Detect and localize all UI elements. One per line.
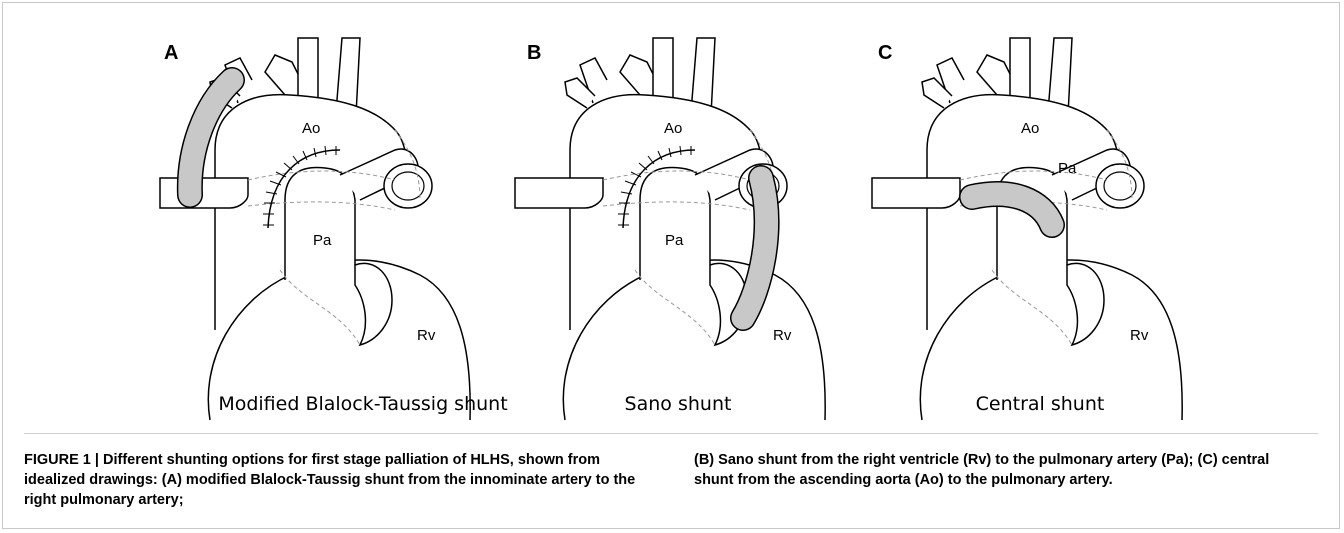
title-panel-b: Sano shunt bbox=[578, 393, 778, 415]
panel-c-heart bbox=[872, 38, 1182, 420]
label-pa-b: Pa bbox=[665, 232, 683, 249]
label-rv-a: Rv bbox=[417, 327, 435, 344]
figure-caption-right: (B) Sano shunt from the right ventricle … bbox=[694, 450, 1304, 490]
label-ao-b: Ao bbox=[664, 120, 682, 137]
panel-letter-c: C bbox=[878, 42, 892, 65]
label-pa-c: Pa bbox=[1058, 160, 1076, 177]
label-rv-c: Rv bbox=[1130, 327, 1148, 344]
label-ao-c: Ao bbox=[1021, 120, 1039, 137]
label-rv-b: Rv bbox=[773, 327, 791, 344]
panel-letter-b: B bbox=[527, 42, 541, 65]
title-panel-c: Central shunt bbox=[940, 393, 1140, 415]
label-ao-a: Ao bbox=[302, 120, 320, 137]
figure-caption-left: FIGURE 1 | Different shunting options fo… bbox=[24, 450, 644, 510]
label-pa-a: Pa bbox=[313, 232, 331, 249]
panel-a-heart bbox=[160, 38, 470, 420]
panel-b-heart bbox=[515, 38, 825, 420]
caption-divider bbox=[24, 433, 1318, 434]
panel-letter-a: A bbox=[164, 42, 178, 65]
title-panel-a: Modified Blalock-Taussig shunt bbox=[213, 393, 513, 415]
